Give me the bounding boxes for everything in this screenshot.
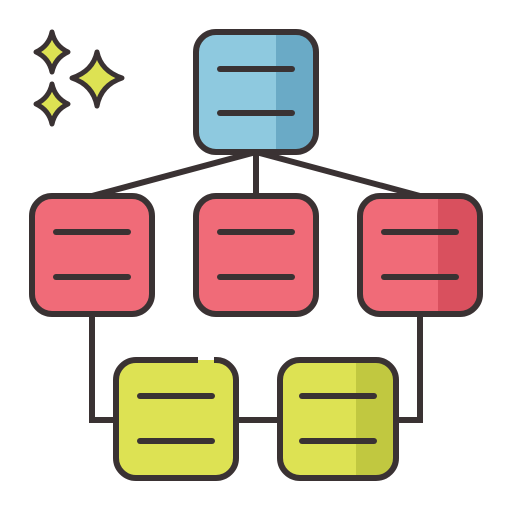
node-middle-center [193,193,319,317]
connectors [89,149,423,423]
connector-top-left [89,149,259,199]
connector-right-to-bottom-right [393,311,423,423]
sparkle-small-top-icon [33,29,71,75]
node-bottom-left [113,357,239,481]
node-top [193,29,319,155]
node-middle-right [357,193,483,317]
sparkle-small-bottom-icon [33,81,71,127]
connector-top-right [253,149,423,199]
node-middle-left [29,193,155,317]
sparkles [33,29,125,127]
node-bottom-right [277,357,399,481]
connector-left-to-bottom-left [89,311,119,423]
sparkle-large-icon [69,49,125,109]
